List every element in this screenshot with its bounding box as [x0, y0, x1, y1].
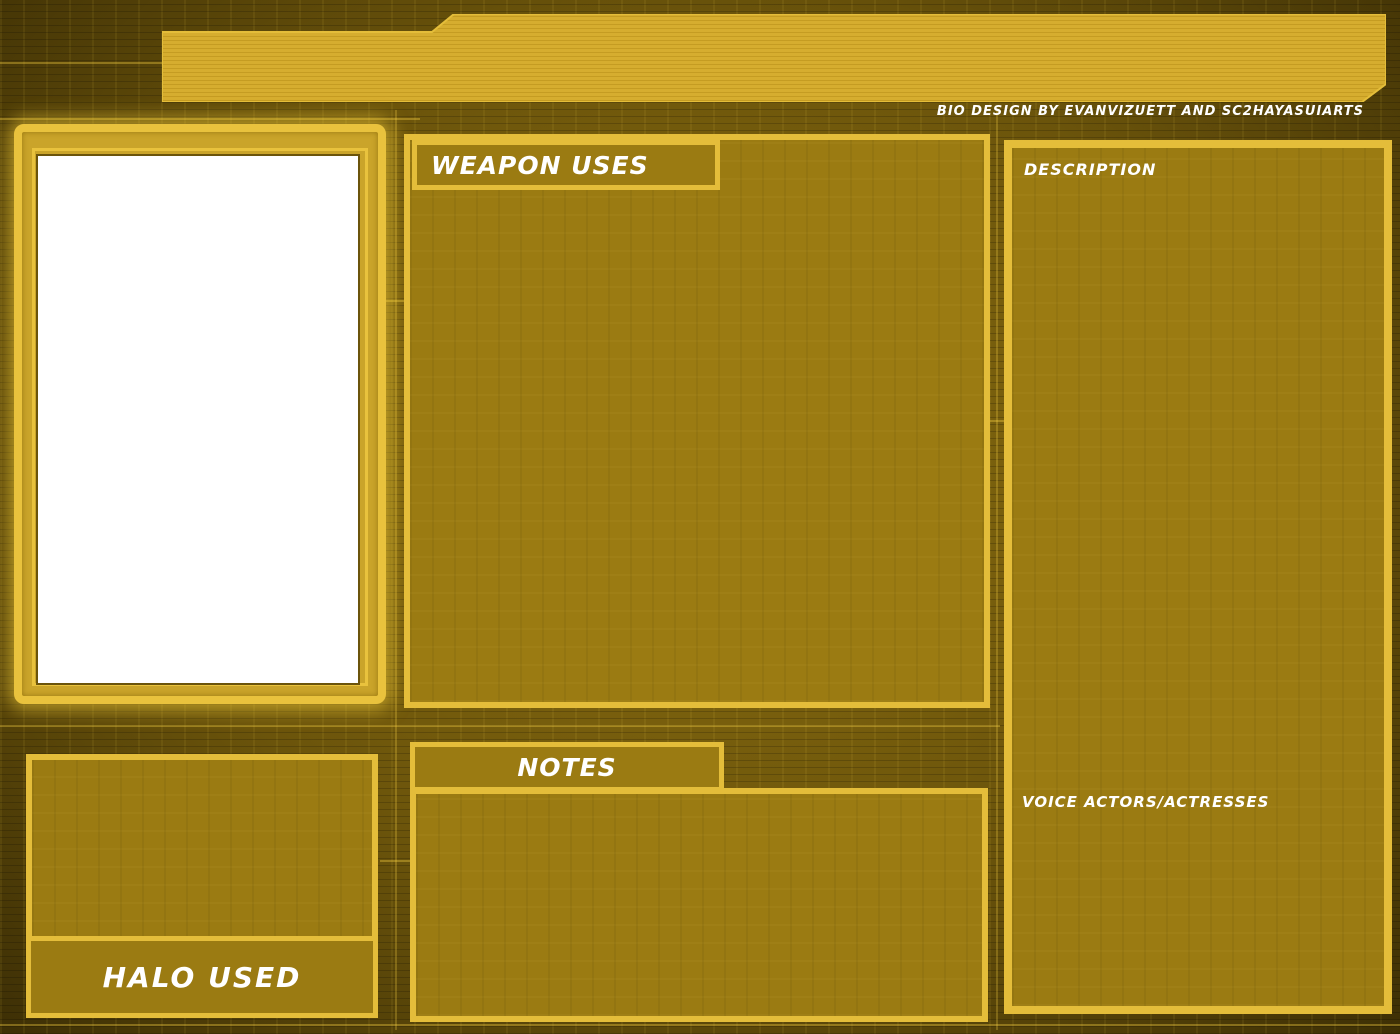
notes-title: NOTES: [517, 752, 617, 782]
halo-used-title-tab: HALO USED: [26, 936, 378, 1018]
notes-title-tab: NOTES: [410, 742, 724, 792]
background-streak: [996, 110, 998, 1030]
voice-actors-title: VOICE ACTORS/ACTRESSES: [1022, 793, 1270, 811]
background-streak: [380, 860, 420, 862]
description-panel: [1004, 140, 1392, 1014]
background-streak: [0, 725, 1000, 727]
header-banner: [162, 14, 1386, 102]
design-credit: BIO DESIGN BY EVANVIZUETT AND SC2HAYASUI…: [936, 104, 1364, 119]
notes-panel: [410, 788, 988, 1022]
character-portrait: [36, 154, 360, 685]
weapon-uses-title: WEAPON USES: [431, 150, 649, 180]
weapon-uses-title-tab: WEAPON USES: [412, 140, 720, 190]
background-streak: [0, 1024, 1400, 1026]
background-streak: [0, 62, 170, 64]
weapon-uses-panel: [404, 134, 990, 708]
background-streak: [395, 110, 397, 1030]
description-title: DESCRIPTION: [1024, 160, 1157, 179]
background-streak: [380, 300, 420, 302]
background-streak: [990, 420, 1010, 422]
halo-used-title: HALO USED: [102, 960, 302, 994]
background-streak: [0, 118, 420, 120]
